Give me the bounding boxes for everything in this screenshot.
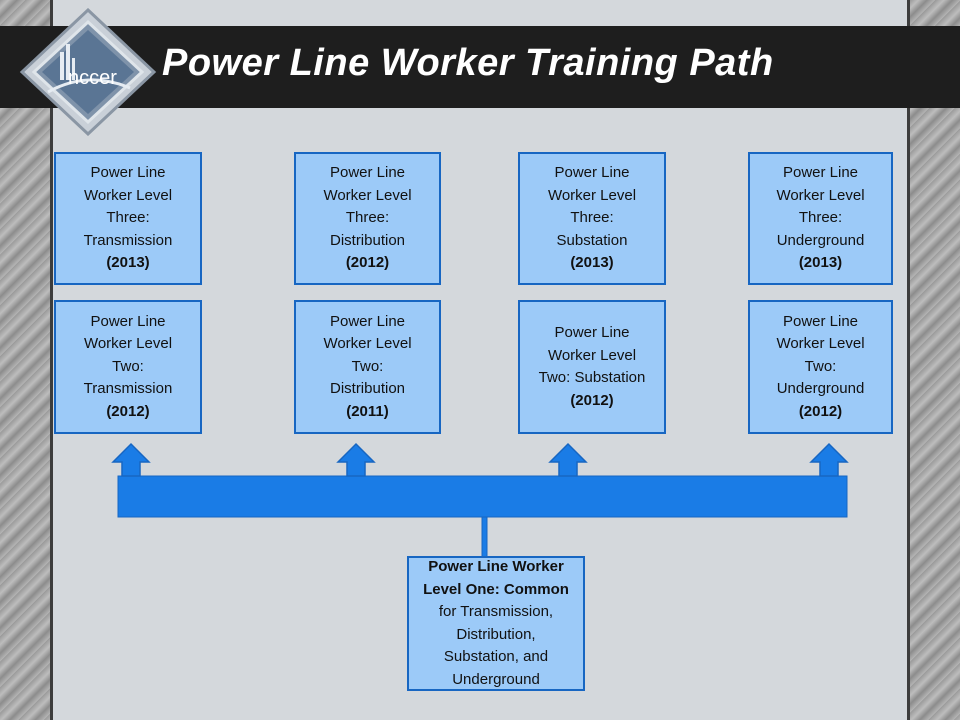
box-line: Transmission (83, 380, 173, 398)
arrow-up-substation (548, 442, 588, 477)
box-line: Two: Substation (538, 369, 646, 386)
box-line: Three: (570, 209, 614, 227)
box-line: Distribution (329, 380, 406, 398)
box-line: Power Line (554, 164, 630, 182)
box-line: Worker Level (776, 335, 865, 353)
logo-text: nccer (68, 67, 117, 89)
box-line-bold: Power Line Worker (428, 558, 564, 575)
box-line: for Transmission, (438, 603, 554, 620)
box-line: Underground (776, 380, 865, 398)
box-line: Distribution, (456, 625, 536, 643)
box-line: Power Line (329, 312, 406, 330)
box-year: (2013) (570, 254, 614, 272)
level-two-transmission-box: Power Line Worker Level Two: Transmissio… (54, 300, 202, 434)
box-year: (2012) (570, 391, 614, 409)
box-year: (2012) (798, 402, 843, 420)
title-bar (0, 26, 960, 108)
box-line: Three: (345, 209, 390, 227)
box-line: Transmission (83, 231, 173, 249)
arrow-up-transmission (111, 442, 151, 477)
level-two-distribution-box: Power Line Worker Level Two: Distributio… (294, 300, 441, 434)
box-line: Power Line (782, 164, 859, 182)
box-year: (2013) (798, 254, 843, 272)
level-one-common-box: Power Line Worker Level One: Common for … (407, 556, 585, 691)
box-line: Worker Level (83, 186, 173, 204)
box-line: Substation, and (443, 648, 549, 665)
box-line: Worker Level (547, 346, 637, 364)
connector-stem (481, 516, 488, 558)
level-three-substation-box: Power Line Worker Level Three: Substatio… (518, 152, 666, 285)
arrow-up-distribution (336, 442, 376, 477)
box-year: (2013) (106, 254, 150, 272)
box-line: Worker Level (323, 186, 412, 204)
box-line: Underground (776, 231, 865, 249)
box-line: Power Line (90, 164, 166, 182)
box-line: Three: (106, 209, 150, 227)
level-two-substation-box: Power Line Worker Level Two: Substation … (518, 300, 666, 434)
box-line: Underground (452, 670, 540, 688)
box-line: Two: (351, 357, 384, 375)
box-line: Two: (112, 357, 144, 375)
box-line: Worker Level (323, 335, 412, 353)
box-line: Power Line (554, 324, 630, 341)
box-line: Worker Level (83, 335, 173, 353)
level-three-distribution-box: Power Line Worker Level Three: Distribut… (294, 152, 441, 285)
box-line: Power Line (90, 312, 166, 330)
level-three-underground-box: Power Line Worker Level Three: Undergrou… (748, 152, 893, 285)
box-line: Two: (804, 357, 837, 375)
nccer-logo: nccer (19, 8, 157, 136)
box-year: (2011) (346, 402, 389, 420)
right-border-texture (910, 0, 960, 720)
box-line: Distribution (329, 231, 406, 249)
box-line: Three: (798, 209, 843, 227)
page-title: Power Line Worker Training Path (162, 42, 774, 84)
left-border-texture (0, 0, 50, 720)
level-three-transmission-box: Power Line Worker Level Three: Transmiss… (54, 152, 202, 285)
box-year: (2012) (106, 402, 150, 420)
box-line: Worker Level (547, 186, 637, 204)
box-line: Worker Level (776, 186, 865, 204)
level-two-underground-box: Power Line Worker Level Two: Underground… (748, 300, 893, 434)
connector-bar (117, 475, 848, 518)
arrow-up-underground (809, 442, 849, 477)
box-line: Power Line (329, 164, 406, 182)
box-line-bold: Level One: Common (423, 580, 569, 598)
box-year: (2012) (345, 254, 390, 272)
box-line: Substation (556, 231, 628, 249)
box-line: Power Line (782, 312, 859, 330)
